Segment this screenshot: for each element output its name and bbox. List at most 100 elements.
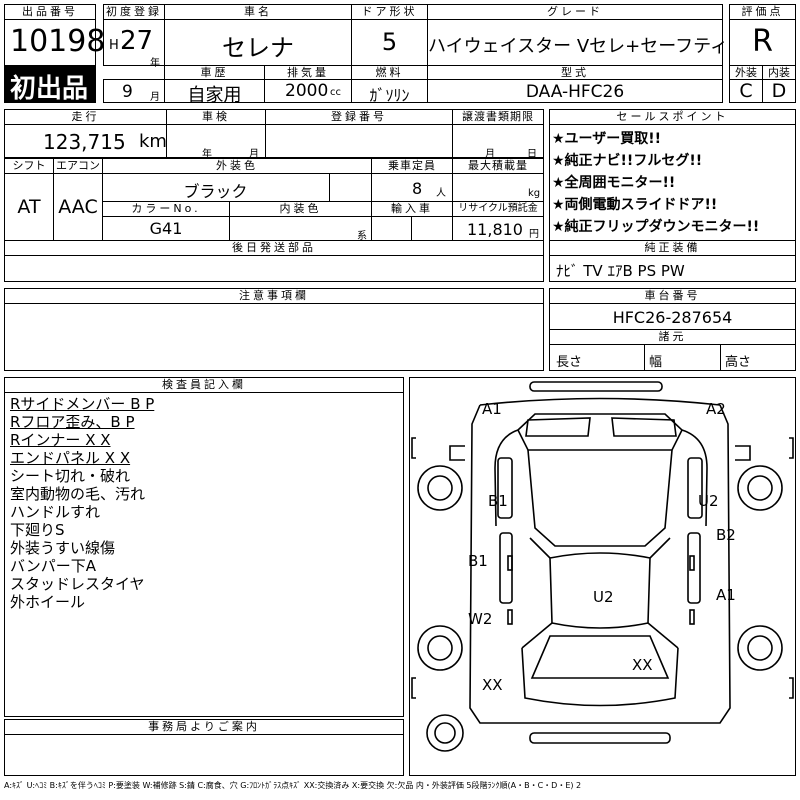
interior-grade-value: D (771, 80, 787, 102)
shift-label: シフト (4, 158, 54, 174)
score-value: R (752, 24, 773, 59)
history-box: 自家用 (164, 79, 265, 106)
inspection-year-unit: 年 (202, 149, 212, 160)
interior-color-unit: 系 (357, 231, 367, 242)
sales-point-2: ★純正ナビ!!フルセグ!! (552, 153, 703, 169)
inspector-box (4, 392, 404, 717)
inspection-month-unit: 月 (249, 149, 259, 160)
transfer-due-month-unit: 月 (485, 149, 495, 160)
car-name-label: 車名 (164, 4, 352, 20)
capacity-box: 8 人 (371, 173, 453, 202)
sales-point-4: ★両側電動スライドドア!! (552, 197, 718, 213)
first-reg-year-unit: 年 (150, 58, 160, 69)
car-diagram-svg: A1 A2 B1 U2 B1 B2 U2 W2 A1 XX XX (411, 381, 794, 752)
displacement-unit: cc (330, 87, 341, 98)
sales-point-3: ★全周囲モニター!! (552, 175, 676, 191)
mark-xx-left: XX (482, 676, 503, 694)
first-reg-month-box: 9 月 (103, 79, 165, 103)
color-no-label: カラーNo. (102, 201, 230, 217)
sales-point-1: ★ユーザー買取!! (552, 131, 662, 147)
mark-b1-left2: B1 (468, 552, 488, 570)
mark-w2-left: W2 (468, 610, 492, 628)
first-listing-badge: 初出品 (4, 65, 96, 104)
dims-label: 諸元 (549, 329, 796, 345)
recycle-box: 11,810 円 (452, 216, 544, 241)
first-reg-era: H (109, 38, 119, 53)
standard-equipment-value: ﾅﾋﾞ TV ｴｱB PS PW (556, 262, 685, 280)
fuel-label: 燃料 (351, 65, 428, 80)
inspector-line-1: Rサイドメンバー B P (10, 395, 155, 413)
aircon-box: AAC (53, 173, 103, 241)
inspector-line-2: Rフロア歪み、B P (10, 413, 135, 431)
score-box: R (729, 19, 796, 66)
mark-a1-right: A1 (716, 586, 736, 604)
import-divider (411, 216, 412, 241)
recycle-unit: 円 (529, 229, 539, 240)
mileage-box: 123,715 km (4, 124, 167, 158)
reg-number-label: 登録番号 (265, 109, 453, 125)
mark-u2-right: U2 (698, 492, 719, 510)
car-name: セレナ (222, 34, 294, 62)
color-no-value: G41 (149, 219, 183, 238)
inspector-line-4: エンドパネル X X (10, 449, 131, 467)
lot-number-label: 出品番号 (4, 4, 96, 20)
inspector-line-3: Rインナー X X (10, 431, 111, 449)
exterior-grade-box: C (729, 79, 763, 103)
inspector-line-6: 室内動物の毛、汚れ (10, 485, 146, 503)
capacity-unit: 人 (436, 188, 446, 199)
dims-length-box: 長さ (549, 344, 645, 371)
car-name-box: セレナ (164, 19, 352, 66)
first-reg-month-unit: 月 (150, 92, 160, 103)
notes-label: 注意事項欄 (4, 288, 544, 304)
inspector-line-9: 外装うすい線傷 (10, 539, 116, 557)
inspector-line-5: シート切れ・破れ (10, 467, 131, 485)
first-reg-month: 9 (122, 82, 133, 102)
transfer-due-day-unit: 日 (527, 149, 537, 160)
later-parts-box (4, 255, 544, 282)
max-load-label: 最大積載量 (452, 158, 544, 174)
aircon-label: エアコン (53, 158, 103, 174)
interior-color-box: 系 (229, 216, 372, 242)
mark-b1-left: B1 (488, 492, 508, 510)
inspector-line-12: 外ホイール (10, 593, 86, 611)
model-box: DAA-HFC26 (427, 79, 723, 103)
displacement-box: 2000 cc (264, 79, 352, 103)
exterior-color-value: ブラック (183, 182, 248, 201)
score-label: 評価点 (729, 4, 796, 20)
sales-point-5: ★純正フリップダウンモニター!! (552, 219, 760, 235)
chassis-value: HFC26-287654 (612, 308, 733, 327)
dims-length: 長さ (556, 355, 583, 370)
inspection-box: 年 月 (166, 124, 266, 160)
door-label: ドア形状 (351, 4, 428, 20)
inspector-label: 検査員記入欄 (4, 377, 404, 393)
displacement-value: 2000 (285, 81, 329, 101)
aircon-value: AAC (58, 196, 98, 218)
transfer-due-label: 譲渡書類期限 (452, 109, 544, 125)
transfer-due-box: 月 日 (452, 124, 544, 160)
mark-a1-top: A1 (482, 400, 502, 418)
legend-text: A:ｷｽﾞ U:ﾍｺﾐ B:ｷｽﾞを伴うﾍｺﾐ P:要塗装 W:補修跡 S:錆 … (4, 781, 582, 790)
import-box (371, 216, 453, 241)
door-box: 5 (351, 19, 428, 66)
grade-box: ハイウェイスター Vセレ+セーフティ2 SHV (427, 19, 783, 66)
model-value: DAA-HFC26 (525, 82, 625, 102)
model-label: 型式 (427, 65, 723, 80)
lot-number-box: 10198 (4, 19, 105, 66)
history-label: 車歴 (164, 65, 265, 80)
reg-number-box (265, 124, 453, 158)
standard-equipment-label: 純正装備 (549, 240, 796, 256)
mark-xx-right: XX (632, 656, 653, 674)
car-diagram-box: A1 A2 B1 U2 B1 B2 U2 W2 A1 XX XX (409, 377, 796, 776)
mileage-value: 123,715 (43, 130, 126, 154)
first-reg-box: H 27 年 (103, 19, 165, 69)
recycle-value: 11,810 (467, 220, 523, 239)
exterior-grade-label: 外装 (729, 65, 763, 80)
sales-points-label: セールスポイント (549, 109, 796, 125)
displacement-label: 排気量 (264, 65, 352, 80)
inspector-line-8: 下廻りS (10, 521, 65, 539)
max-load-box: kg (452, 173, 544, 202)
dims-width: 幅 (649, 355, 663, 370)
first-listing-text: 初出品 (10, 74, 89, 104)
standard-equipment-box: ﾅﾋﾞ TV ｴｱB PS PW (549, 255, 796, 282)
interior-color-label: 内装色 (229, 201, 372, 217)
